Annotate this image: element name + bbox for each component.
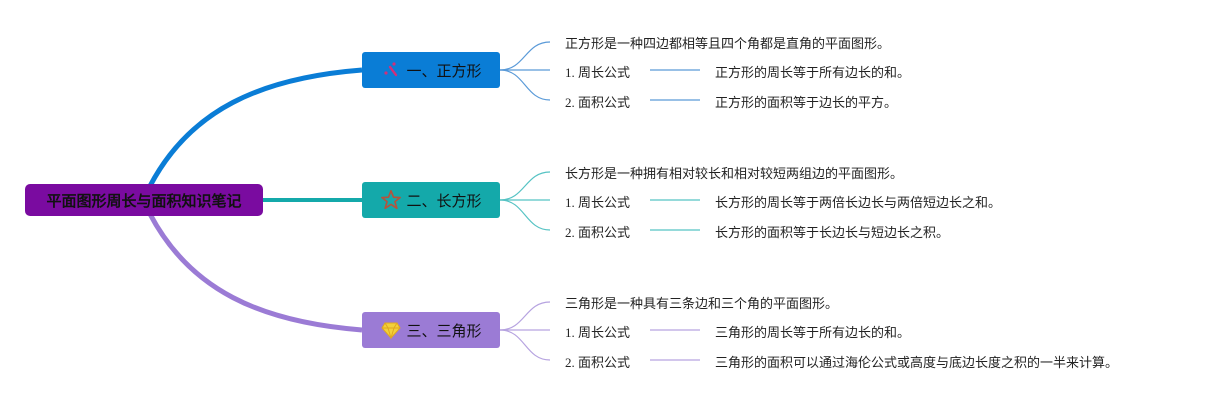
- branch-node-rectangle[interactable]: 二、长方形: [362, 182, 500, 218]
- branch-1-item-2-label: 2. 面积公式: [565, 95, 631, 110]
- branch-2-item-1-label: 1. 周长公式: [565, 195, 631, 210]
- branch-1-item-2-value: 正方形的面积等于边长的平方。: [715, 95, 898, 110]
- branch-node-triangle[interactable]: 三、三角形: [362, 312, 500, 348]
- connector-root-branch-1: [147, 67, 363, 188]
- branch-3-item-1-value: 三角形的周长等于所有边长的和。: [715, 325, 911, 340]
- branch-3-item-2-value: 三角形的面积可以通过海伦公式或高度与底边长度之积的一半来计算。: [715, 355, 1119, 370]
- sparkle-icon: [380, 59, 402, 81]
- connector-b3-desc: [499, 301, 551, 331]
- branch-title: 二、长方形: [406, 191, 482, 210]
- connector-b2-desc: [499, 171, 551, 201]
- branch-2-item-1-value: 长方形的周长等于两倍长边长与两倍短边长之和。: [715, 195, 1002, 210]
- branch-2-item-2-value: 长方形的面积等于长边长与短边长之积。: [715, 225, 950, 240]
- branch-title: 一、正方形: [406, 61, 482, 80]
- branch-3-description: 三角形是一种具有三条边和三个角的平面图形。: [565, 296, 839, 311]
- connector-b2-item2: [499, 199, 551, 231]
- branch-node-square[interactable]: 一、正方形: [362, 52, 500, 88]
- diamond-icon: [380, 319, 402, 341]
- connector-root-branch-3: [147, 212, 363, 333]
- branch-3-item-2-label: 2. 面积公式: [565, 355, 631, 370]
- branch-1-item-1-value: 正方形的周长等于所有边长的和。: [715, 65, 911, 80]
- branch-title: 三、三角形: [406, 321, 482, 340]
- branch-2-item-2-label: 2. 面积公式: [565, 225, 631, 240]
- branch-1-item-1-label: 1. 周长公式: [565, 65, 631, 80]
- connector-b1-desc: [499, 41, 551, 71]
- root-title: 平面图形周长与面积知识笔记: [46, 191, 242, 210]
- root-node[interactable]: 平面图形周长与面积知识笔记: [25, 184, 263, 216]
- star-icon: [380, 189, 402, 211]
- branch-2-description: 长方形是一种拥有相对较长和相对较短两组边的平面图形。: [565, 166, 904, 181]
- connector-b3-item2: [499, 329, 551, 361]
- branch-3-item-1-label: 1. 周长公式: [565, 325, 631, 340]
- connector-b1-item2: [499, 69, 551, 101]
- branch-1-description: 正方形是一种四边都相等且四个角都是直角的平面图形。: [565, 36, 891, 51]
